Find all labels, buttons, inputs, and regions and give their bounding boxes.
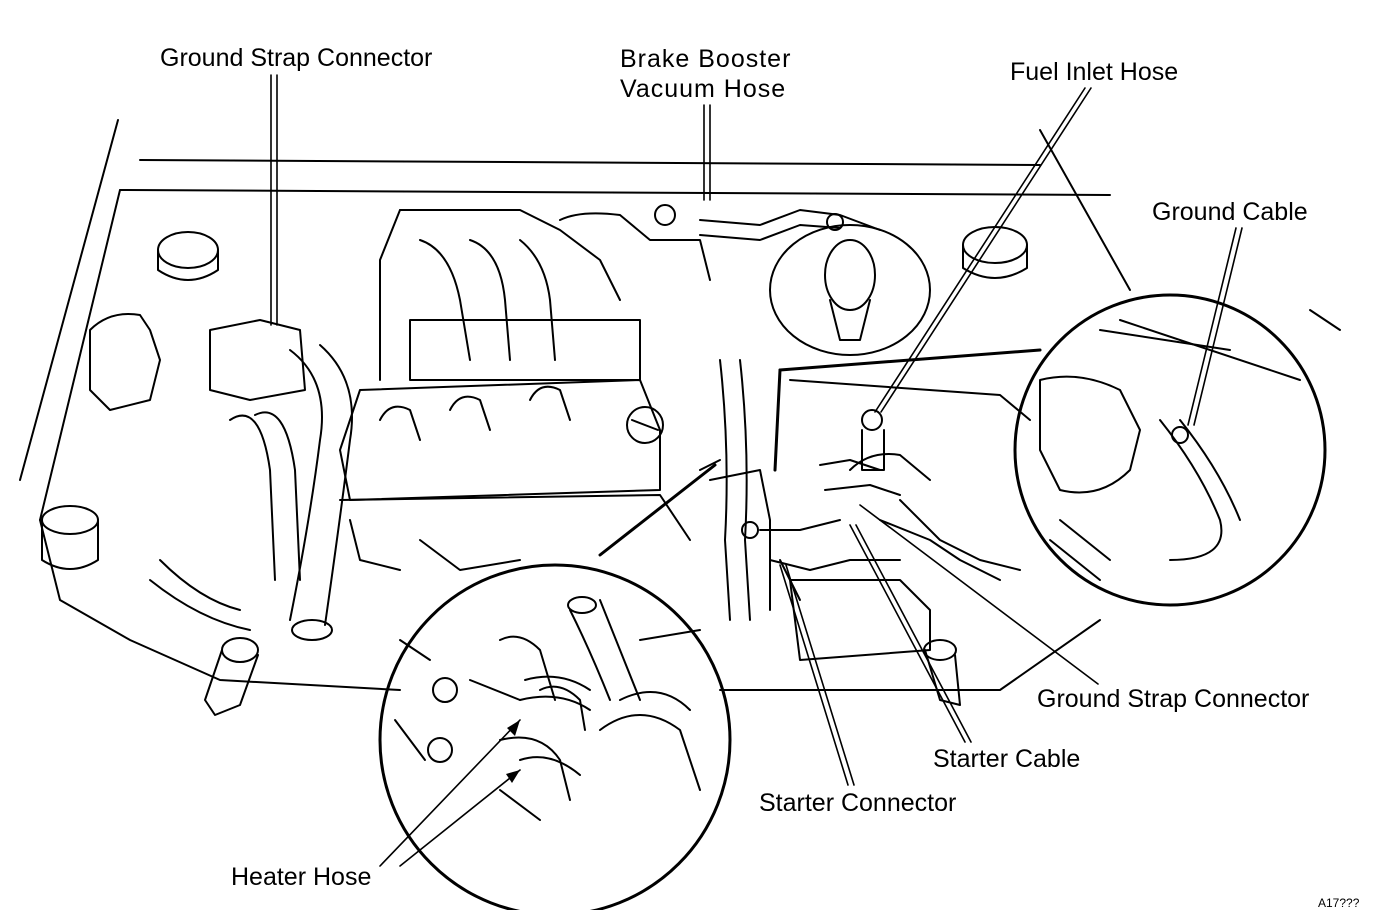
body-outline: [19, 119, 1341, 691]
starter-area: [709, 469, 961, 706]
fuel-inlet-connectors: [819, 409, 1021, 581]
heater-hose-arrowheads: [506, 720, 520, 783]
label-brake-booster-vacuum-hose: Brake Booster Vacuum Hose: [620, 44, 791, 104]
label-ground-cable: Ground Cable: [1152, 198, 1308, 226]
brake-booster: [654, 204, 931, 356]
leader-lines: [270, 74, 1243, 867]
label-brake-booster-line1: Brake Booster: [620, 45, 792, 73]
figure-number: A17???: [1318, 896, 1360, 910]
right-inset: [773, 293, 1327, 607]
intake-manifold: [379, 209, 711, 381]
label-ground-strap-connector-top: Ground Strap Connector: [160, 44, 433, 72]
center-hose: [719, 359, 751, 621]
label-starter-connector: Starter Connector: [759, 789, 957, 817]
label-brake-booster-line2: Vacuum Hose: [620, 75, 787, 103]
label-heater-hose: Heater Hose: [231, 863, 372, 891]
left-components: [41, 313, 306, 716]
valve-cover: [339, 379, 691, 571]
label-starter-cable: Starter Cable: [933, 745, 1081, 773]
radiator-hoses: [229, 344, 353, 641]
heater-hose-inset: [378, 459, 732, 910]
label-ground-strap-connector-right: Ground Strap Connector: [1037, 685, 1310, 713]
label-fuel-inlet-hose: Fuel Inlet Hose: [1010, 58, 1179, 86]
